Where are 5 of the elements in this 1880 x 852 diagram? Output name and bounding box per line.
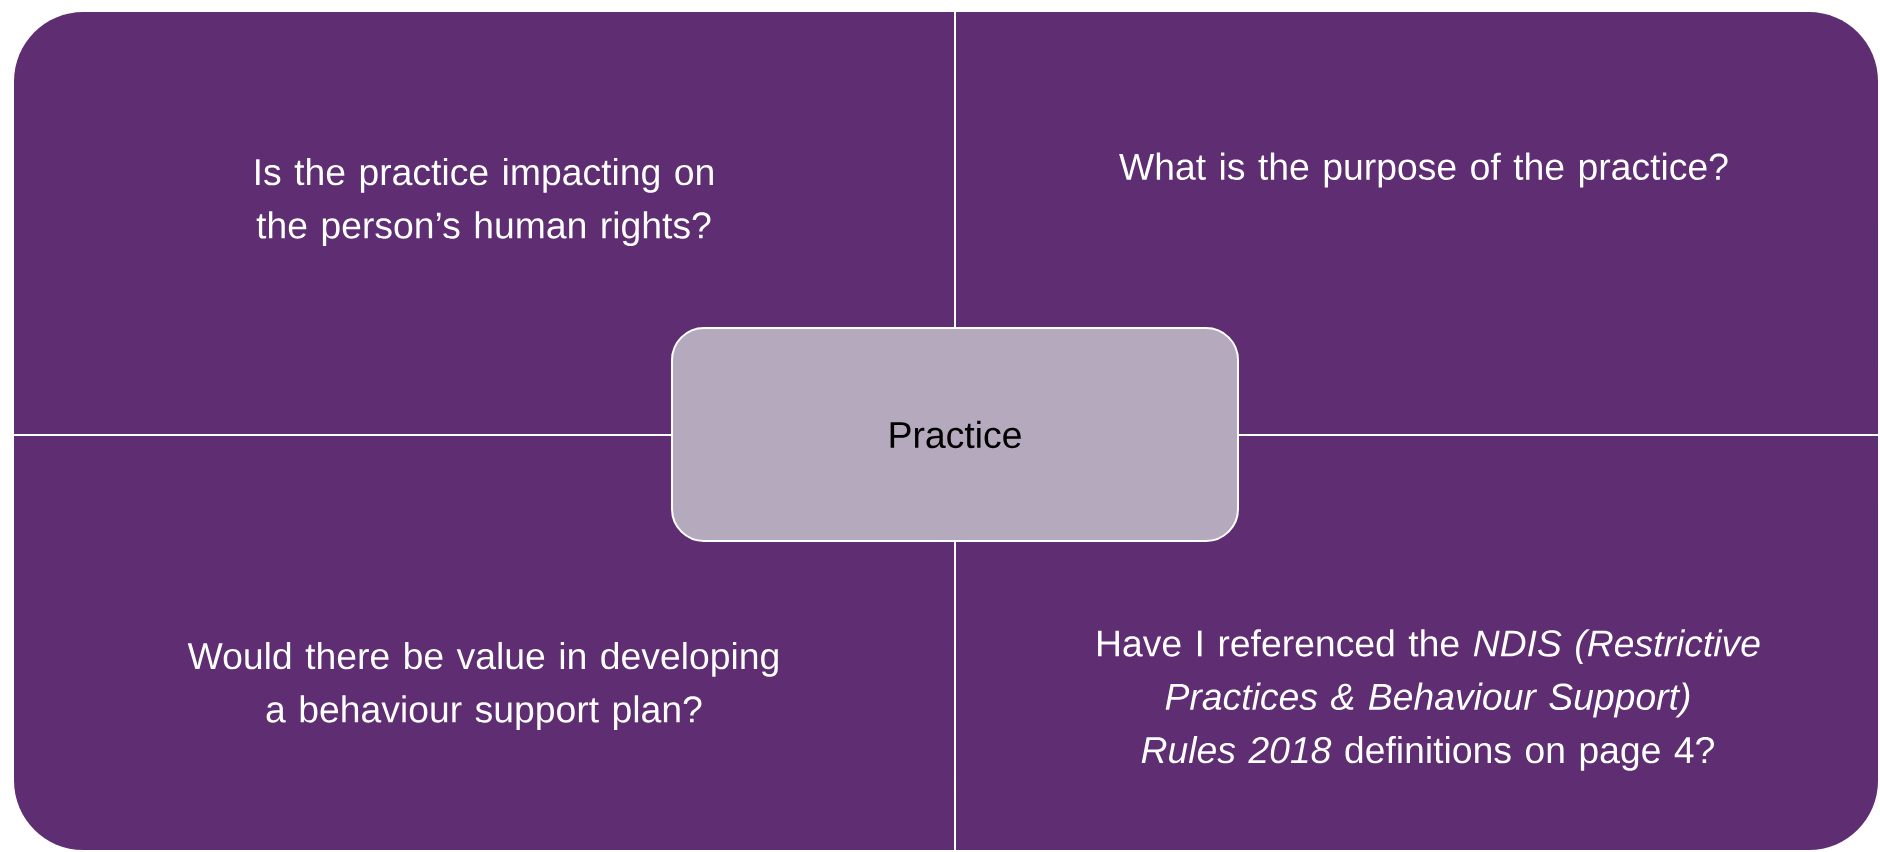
node-label: Would there be value in developing a behaviour support plan? (187, 641, 778, 731)
center-box: Practice (671, 327, 1239, 542)
node-label: Have I referenced the NDIS (Restrictive Practices & Behaviour Support) Rules 2018 definitions on page 4? (1098, 629, 1760, 771)
node-label: What is the purpose of the practice? (1119, 152, 1728, 188)
node-label: Is the practice impacting on the person’s human rights? (256, 157, 713, 247)
